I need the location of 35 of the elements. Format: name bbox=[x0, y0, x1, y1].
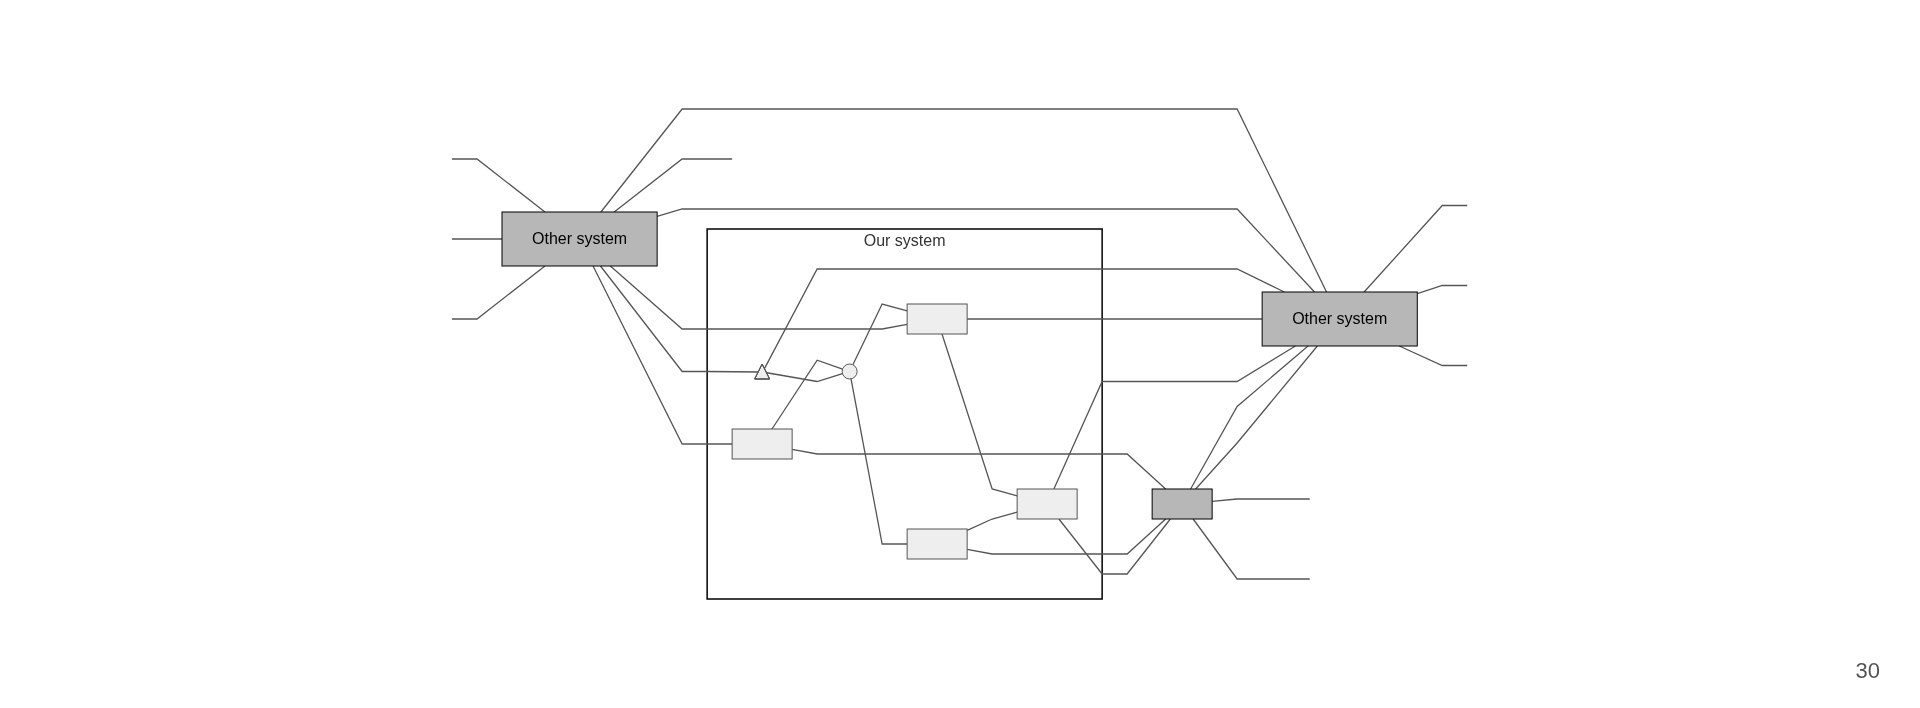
connector bbox=[764, 268, 1286, 370]
connector bbox=[766, 372, 844, 383]
connector bbox=[966, 518, 1167, 555]
page-number: 30 bbox=[1855, 658, 1880, 683]
connector bbox=[1211, 498, 1311, 502]
node-box bbox=[732, 428, 793, 460]
connector bbox=[610, 265, 909, 330]
node-box bbox=[907, 528, 968, 560]
connector bbox=[451, 238, 503, 240]
connector bbox=[941, 333, 1019, 497]
connector bbox=[771, 359, 844, 430]
connector bbox=[613, 158, 734, 213]
connector bbox=[656, 208, 1316, 293]
connector bbox=[966, 318, 1264, 320]
node-box: Other system bbox=[501, 211, 658, 267]
connector bbox=[1058, 518, 1172, 575]
connector bbox=[451, 265, 546, 320]
node-box bbox=[1017, 488, 1078, 520]
connector bbox=[1363, 204, 1469, 293]
connector bbox=[1192, 518, 1311, 580]
connector bbox=[600, 265, 760, 373]
node-box: Other system bbox=[1262, 291, 1419, 347]
connector bbox=[451, 158, 546, 213]
node-circle bbox=[842, 363, 858, 380]
connector bbox=[850, 378, 909, 545]
connector bbox=[966, 511, 1019, 531]
connector bbox=[600, 108, 1328, 293]
connector bbox=[592, 265, 734, 445]
connector bbox=[791, 448, 1167, 490]
cluster: Our system bbox=[706, 228, 1104, 600]
connector bbox=[1399, 345, 1469, 367]
node-box bbox=[1152, 488, 1213, 520]
connector bbox=[852, 303, 909, 366]
node-box bbox=[907, 303, 968, 335]
connector bbox=[1417, 284, 1469, 295]
